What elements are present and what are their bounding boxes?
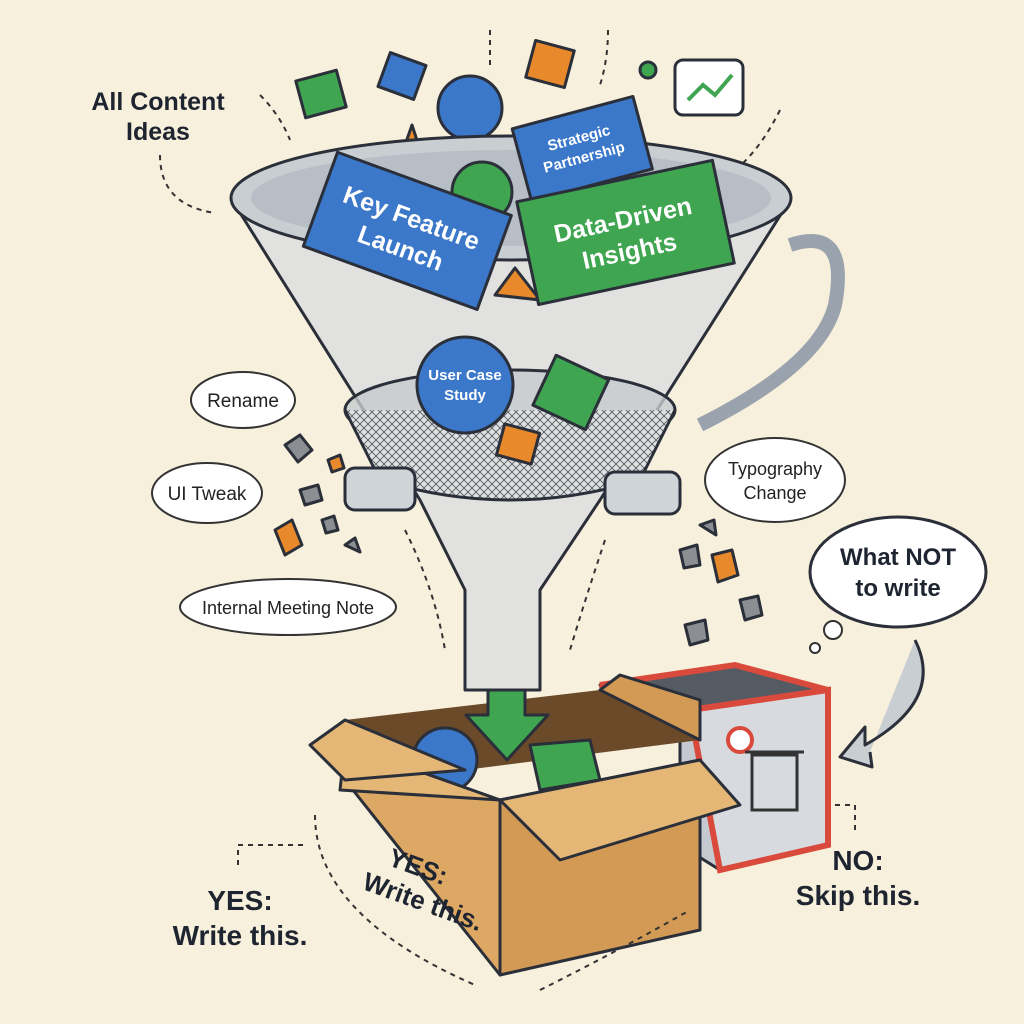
no-sign-icon — [726, 726, 754, 754]
bubble-internal-meeting-note: Internal Meeting Note — [179, 578, 397, 636]
card-strategic-partnership: Strategic Partnership — [510, 94, 654, 203]
bubble-ui-tweak: UI Tweak — [151, 462, 263, 524]
blue-sphere-icon — [436, 74, 504, 142]
svg-text:UI Tweak: UI Tweak — [168, 484, 247, 505]
trash-can-icon — [745, 750, 804, 812]
all-content-ideas-label-line2: Ideas — [126, 118, 190, 146]
svg-text:Typography: Typography — [728, 459, 822, 479]
skip-this-label: Skip this. — [796, 880, 920, 911]
trend-chart-icon — [673, 58, 745, 117]
yes-label: YES: — [207, 885, 272, 916]
orange-cube-icon — [524, 38, 576, 90]
green-cube-icon — [531, 353, 611, 432]
orange-cube-icon — [494, 422, 542, 466]
user-case-study-sphere: User Case Study — [415, 335, 515, 435]
bubble-typography-change: Typography Change — [704, 437, 846, 523]
svg-text:Rename: Rename — [207, 391, 279, 412]
bubble-rename: Rename — [190, 371, 296, 429]
no-label: NO: — [832, 845, 883, 876]
svg-text:What NOT: What NOT — [840, 544, 956, 571]
right-side-pipe — [603, 470, 682, 516]
cardboard-box: YES: Write this. — [308, 673, 742, 977]
write-this-label: Write this. — [173, 920, 308, 951]
card-data-driven-insights: Data-Driven Insights — [515, 158, 736, 307]
blue-cube-icon — [376, 51, 428, 101]
curved-arrow-icon — [838, 639, 925, 769]
down-arrow-icon — [464, 688, 550, 762]
all-content-ideas-label: All Content — [91, 88, 225, 116]
svg-text:Change: Change — [743, 483, 806, 503]
thought-bubble-what-not-to-write: What NOT to write — [808, 515, 988, 654]
left-side-pipe — [343, 466, 417, 512]
svg-text:User Case: User Case — [428, 367, 501, 384]
trash-bin — [598, 661, 831, 874]
svg-text:to write: to write — [855, 575, 940, 602]
svg-text:Study: Study — [444, 387, 486, 404]
green-dot-icon — [638, 60, 658, 80]
green-cube-icon — [294, 68, 348, 120]
falling-shapes — [259, 29, 781, 171]
card-key-feature-launch: Key Feature Launch — [301, 150, 513, 311]
dashed-arrow — [159, 154, 216, 214]
svg-text:Internal Meeting Note: Internal Meeting Note — [202, 598, 374, 618]
funnel-handle — [696, 234, 845, 432]
debris — [273, 433, 764, 647]
